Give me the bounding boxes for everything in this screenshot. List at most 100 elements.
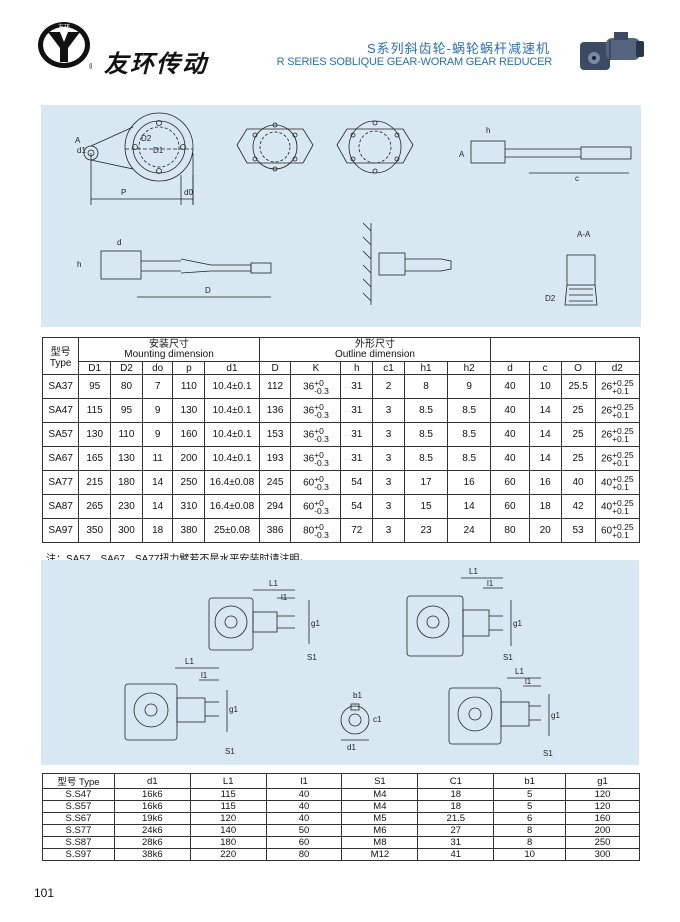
cell-d1: 16.4±0.08 <box>204 470 260 495</box>
page-number: 101 <box>34 886 55 900</box>
cell-d2: 110 <box>110 422 143 447</box>
cell-type: SA87 <box>41 494 80 519</box>
cell-d2: 95 <box>110 398 143 423</box>
label-S1-b: S1 <box>503 653 513 662</box>
shaft-cell: 19k6 <box>113 812 191 825</box>
cell-k: 36+0-0.3 <box>290 374 342 399</box>
cell-d1: 215 <box>78 470 112 495</box>
cell-p: 250 <box>172 470 206 495</box>
cell-h2: 14 <box>447 494 492 519</box>
cell-do: 14 <box>141 470 174 495</box>
col-header-k: K <box>290 361 342 375</box>
title-english: R SERIES SOBLIQUE GEAR-WORAM GEAR REDUCE… <box>276 56 553 68</box>
shaft-cell: 8 <box>493 824 567 837</box>
cell-d: 40 <box>490 422 530 447</box>
shaft-cell: 6 <box>493 812 567 825</box>
svg-text:®: ® <box>88 62 92 70</box>
shaft-cell: S.S77 <box>42 824 115 837</box>
cell-o: 25 <box>560 398 596 423</box>
cell-d1: 16.4±0.08 <box>204 494 260 519</box>
cell-c1: 3 <box>372 398 405 423</box>
cell-d1: 25±0.08 <box>204 518 260 543</box>
label-P: P <box>121 188 126 197</box>
cell-c1: 3 <box>372 518 405 543</box>
cell-h: 54 <box>340 470 374 495</box>
label-l1-b: l1 <box>487 579 494 588</box>
cell-d: 153 <box>258 422 292 447</box>
shaft-cell: 27 <box>417 824 495 837</box>
cell-d1: 95 <box>78 374 112 399</box>
col-header-d2: D2 <box>110 361 143 375</box>
cell-h1: 23 <box>403 518 449 543</box>
shaft-cell: S.S97 <box>42 848 115 861</box>
label-D-left: D <box>205 286 211 295</box>
shaft-cell: 160 <box>565 812 640 825</box>
label-d1: d1 <box>77 146 86 155</box>
label-c1: c1 <box>373 715 382 724</box>
cell-h: 31 <box>340 422 374 447</box>
cell-d: 112 <box>258 374 292 399</box>
label-d-left: d <box>117 238 121 247</box>
cell-d2: 60+0.25+0.1 <box>594 518 641 543</box>
shaft-col-header: L1 <box>189 773 267 789</box>
shaft-cell: M4 <box>341 800 419 813</box>
cell-do: 18 <box>141 518 174 543</box>
col-header-h: h <box>340 361 374 375</box>
cell-d2: 26+0.25+0.1 <box>594 398 641 423</box>
shaft-cell: S.S67 <box>42 812 115 825</box>
cell-d: 40 <box>490 398 530 423</box>
cell-p: 310 <box>172 494 206 519</box>
label-D-right: c <box>575 174 579 183</box>
cell-k: 36+0-0.3 <box>290 398 342 423</box>
label-section-aa: A-A <box>577 230 591 239</box>
col-header-d1: D1 <box>78 361 112 375</box>
cell-d2: 40+0.25+0.1 <box>594 470 641 495</box>
cell-h1: 8.5 <box>403 422 449 447</box>
shaft-cell: 40 <box>265 788 343 801</box>
cell-h: 31 <box>340 398 374 423</box>
label-l1-c: l1 <box>201 671 208 680</box>
shaft-cell: 250 <box>565 836 640 849</box>
cell-k: 60+0-0.3 <box>290 494 342 519</box>
label-D2: D2 <box>141 134 152 143</box>
cell-k: 36+0-0.3 <box>290 422 342 447</box>
shaft-col-header: g1 <box>565 773 640 789</box>
cell-c1: 3 <box>372 470 405 495</box>
cell-h2: 8.5 <box>447 446 492 471</box>
cell-h2: 8.5 <box>447 422 492 447</box>
cell-d2: 230 <box>110 494 143 519</box>
cell-h2: 24 <box>447 518 492 543</box>
cell-do: 14 <box>141 494 174 519</box>
label-h-left: h <box>77 260 81 269</box>
shaft-cell: S.S47 <box>42 788 115 801</box>
cell-h1: 8.5 <box>403 398 449 423</box>
top-dimension-drawing: A d1 D1 D2 P d0 h A c d h D A-A <box>41 105 641 327</box>
col-header-d1: d1 <box>204 361 260 375</box>
shaft-cell: 38k6 <box>113 848 191 861</box>
label-g1-d: g1 <box>551 711 560 720</box>
cell-type: SA97 <box>41 518 80 543</box>
shaft-col-header: d1 <box>113 773 191 789</box>
cell-c: 14 <box>528 398 562 423</box>
cell-h1: 17 <box>403 470 449 495</box>
label-S1-c: S1 <box>225 747 235 756</box>
cell-o: 25 <box>560 422 596 447</box>
shaft-cell: M4 <box>341 788 419 801</box>
shaft-col-header: l1 <box>265 773 343 789</box>
cell-type: SA67 <box>41 446 80 471</box>
label-h-right: A <box>459 150 465 159</box>
shaft-cell: 40 <box>265 812 343 825</box>
label-L1-a: L1 <box>269 579 278 588</box>
cell-d: 245 <box>258 470 292 495</box>
cell-d1: 265 <box>78 494 112 519</box>
shaft-col-header: C1 <box>417 773 495 789</box>
